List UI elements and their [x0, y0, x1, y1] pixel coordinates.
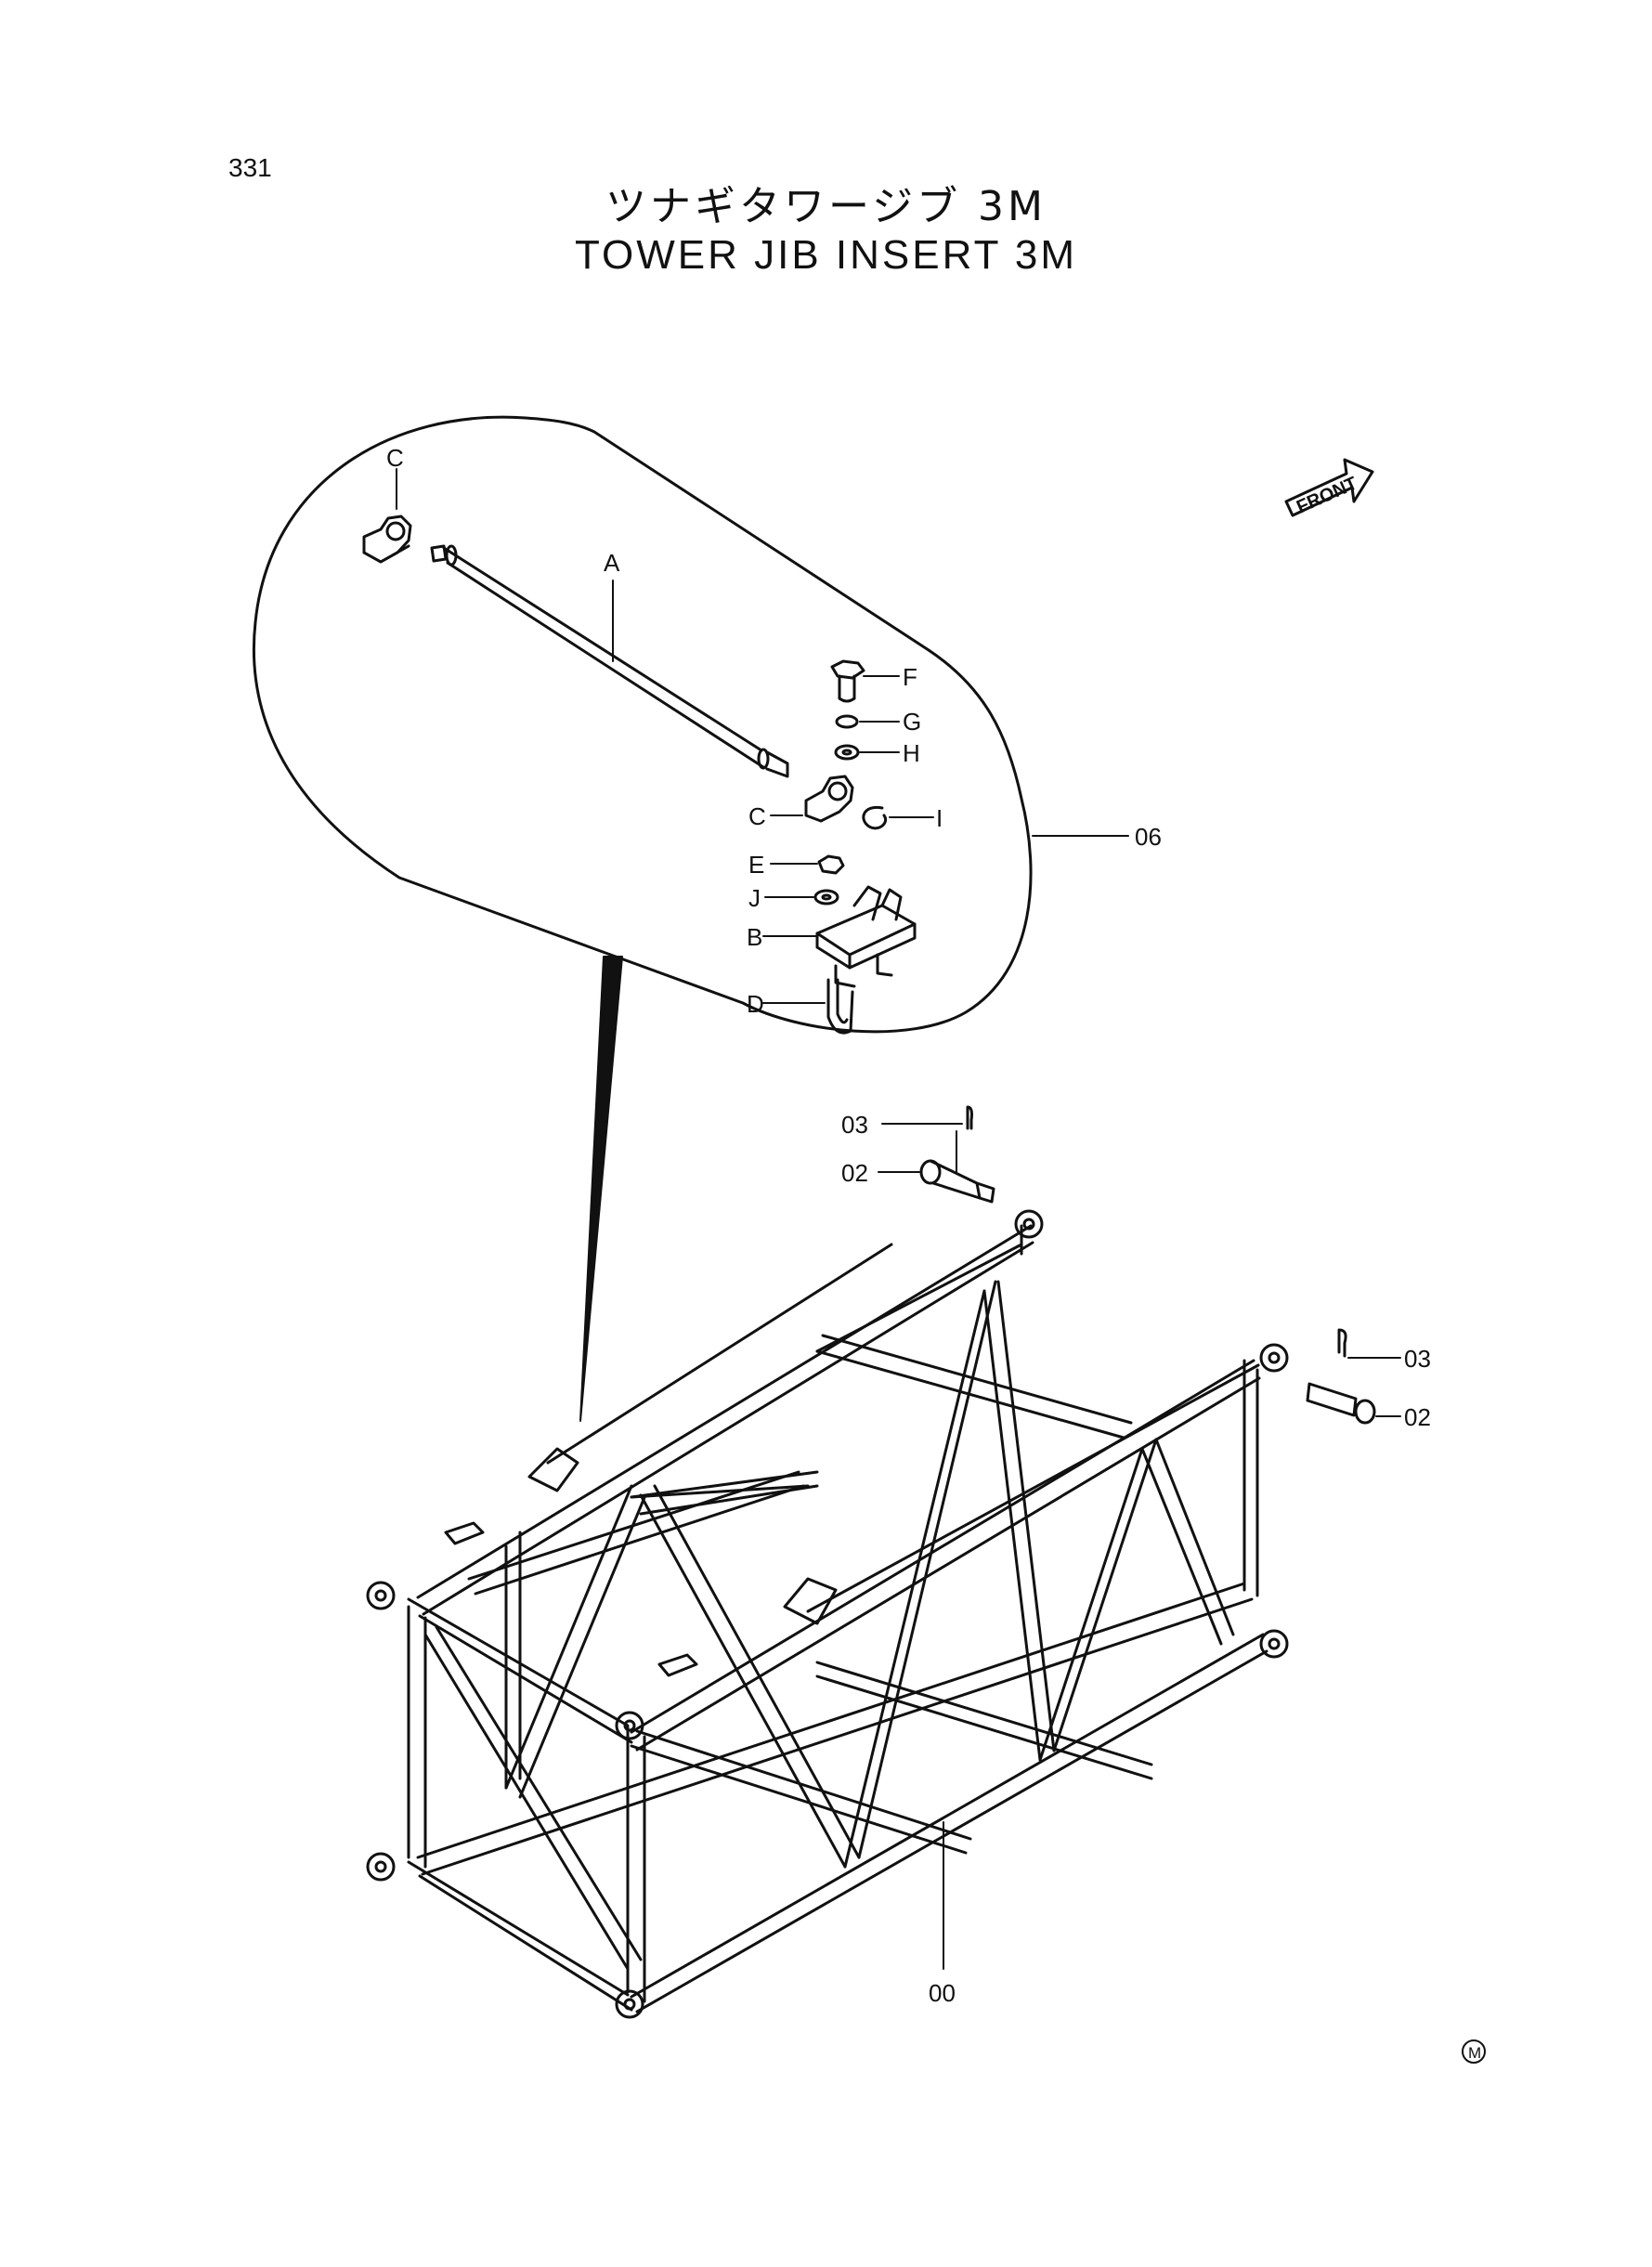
part-03-clip-top: [881, 1105, 973, 1130]
part-03-clip-right: [1337, 1328, 1401, 1359]
label-00: 00: [929, 1979, 956, 2007]
detail-leader-wedge: [579, 956, 623, 1422]
part-g-spring-washer: [835, 714, 900, 729]
label-e: E: [748, 851, 764, 879]
part-h-washer: [834, 744, 900, 761]
label-i: I: [936, 804, 943, 832]
part-02-pin-right: [1306, 1382, 1401, 1425]
part-c-mid-bracket: [770, 775, 854, 823]
front-label: FRONT: [1294, 473, 1360, 517]
label-f: F: [903, 663, 917, 691]
detail-bubble-outline: [253, 415, 1033, 1034]
part-a-rod: [430, 544, 789, 778]
part-j-washer: [764, 889, 839, 905]
title-japanese: ツナギタワージブ 3M: [605, 183, 1047, 230]
label-03-top: 03: [841, 1111, 868, 1139]
label-c-mid: C: [748, 802, 766, 830]
label-06: 06: [1135, 823, 1162, 851]
label-j: J: [748, 884, 761, 912]
label-g: G: [903, 708, 921, 736]
part-c-top-bracket: [362, 468, 412, 564]
part-00-tower-frame: [366, 1209, 1289, 2019]
part-d-u-bolt: [762, 978, 854, 1035]
label-03-right: 03: [1404, 1345, 1431, 1373]
part-i-snap-ring: [862, 805, 934, 830]
label-b: B: [747, 923, 762, 951]
label-02-top: 02: [841, 1159, 868, 1187]
label-h: H: [903, 739, 920, 767]
label-02-right: 02: [1404, 1403, 1431, 1431]
label-c-top: C: [386, 444, 404, 472]
front-arrow-icon: [1284, 458, 1374, 517]
m-mark-circle: [1462, 2039, 1486, 2064]
label-d: D: [747, 990, 764, 1018]
part-02-pin-top: [878, 1130, 995, 1204]
part-f-bolt: [830, 659, 900, 703]
title-english: TOWER JIB INSERT 3M: [574, 232, 1078, 278]
part-e-nut: [770, 854, 845, 875]
part-b-bracket: [762, 885, 917, 988]
page-number: 331: [228, 153, 272, 182]
label-a: A: [604, 549, 620, 577]
m-mark: M: [1468, 2044, 1481, 2062]
